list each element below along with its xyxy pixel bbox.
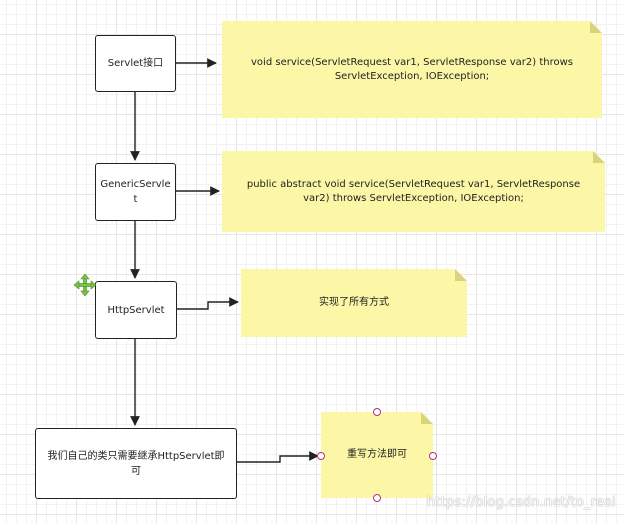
note-servlet-service-fold [590,21,602,33]
note-generic-service-text: public abstract void service(ServletRequ… [246,178,581,204]
note-generic-service[interactable]: public abstract void service(ServletRequ… [222,151,605,232]
node-own-class[interactable]: 我们自己的类只需要继承HttpServlet即可 [35,428,237,499]
edge-own-class-to-note [237,451,319,463]
note-http-servlet[interactable]: 实现了所有方式 [241,269,467,337]
node-own-class-label: 我们自己的类只需要继承HttpServlet即可 [47,450,225,477]
node-servlet-interface-label: Servlet接口 [107,58,164,69]
selection-handle-top[interactable] [373,408,381,416]
note-override-method-fold [421,412,433,424]
watermark-text: https://blog.csdn.net/to_real [426,495,616,510]
note-servlet-service[interactable]: void service(ServletRequest var1, Servle… [222,21,602,118]
note-override-method-text: 重写方法即可 [347,449,407,460]
node-http-servlet-label: HttpServlet [107,304,165,316]
node-generic-servlet[interactable]: GenericServlet [95,163,176,221]
node-generic-servlet-label: GenericServlet [100,179,171,205]
selection-handle-right[interactable] [429,452,437,460]
note-servlet-service-text: void service(ServletRequest var1, Servle… [251,56,573,82]
note-http-servlet-fold [455,269,467,281]
note-override-method[interactable]: 重写方法即可 [321,412,433,498]
edge-http-to-note [177,297,239,310]
selection-handle-bottom[interactable] [373,494,381,502]
move-arrows-icon[interactable] [74,274,96,296]
selection-handle-left[interactable] [317,452,325,460]
node-http-servlet[interactable]: HttpServlet [95,281,177,339]
note-generic-service-fold [593,151,605,163]
node-servlet-interface[interactable]: Servlet接口 [95,35,176,92]
note-http-servlet-text: 实现了所有方式 [319,297,389,308]
